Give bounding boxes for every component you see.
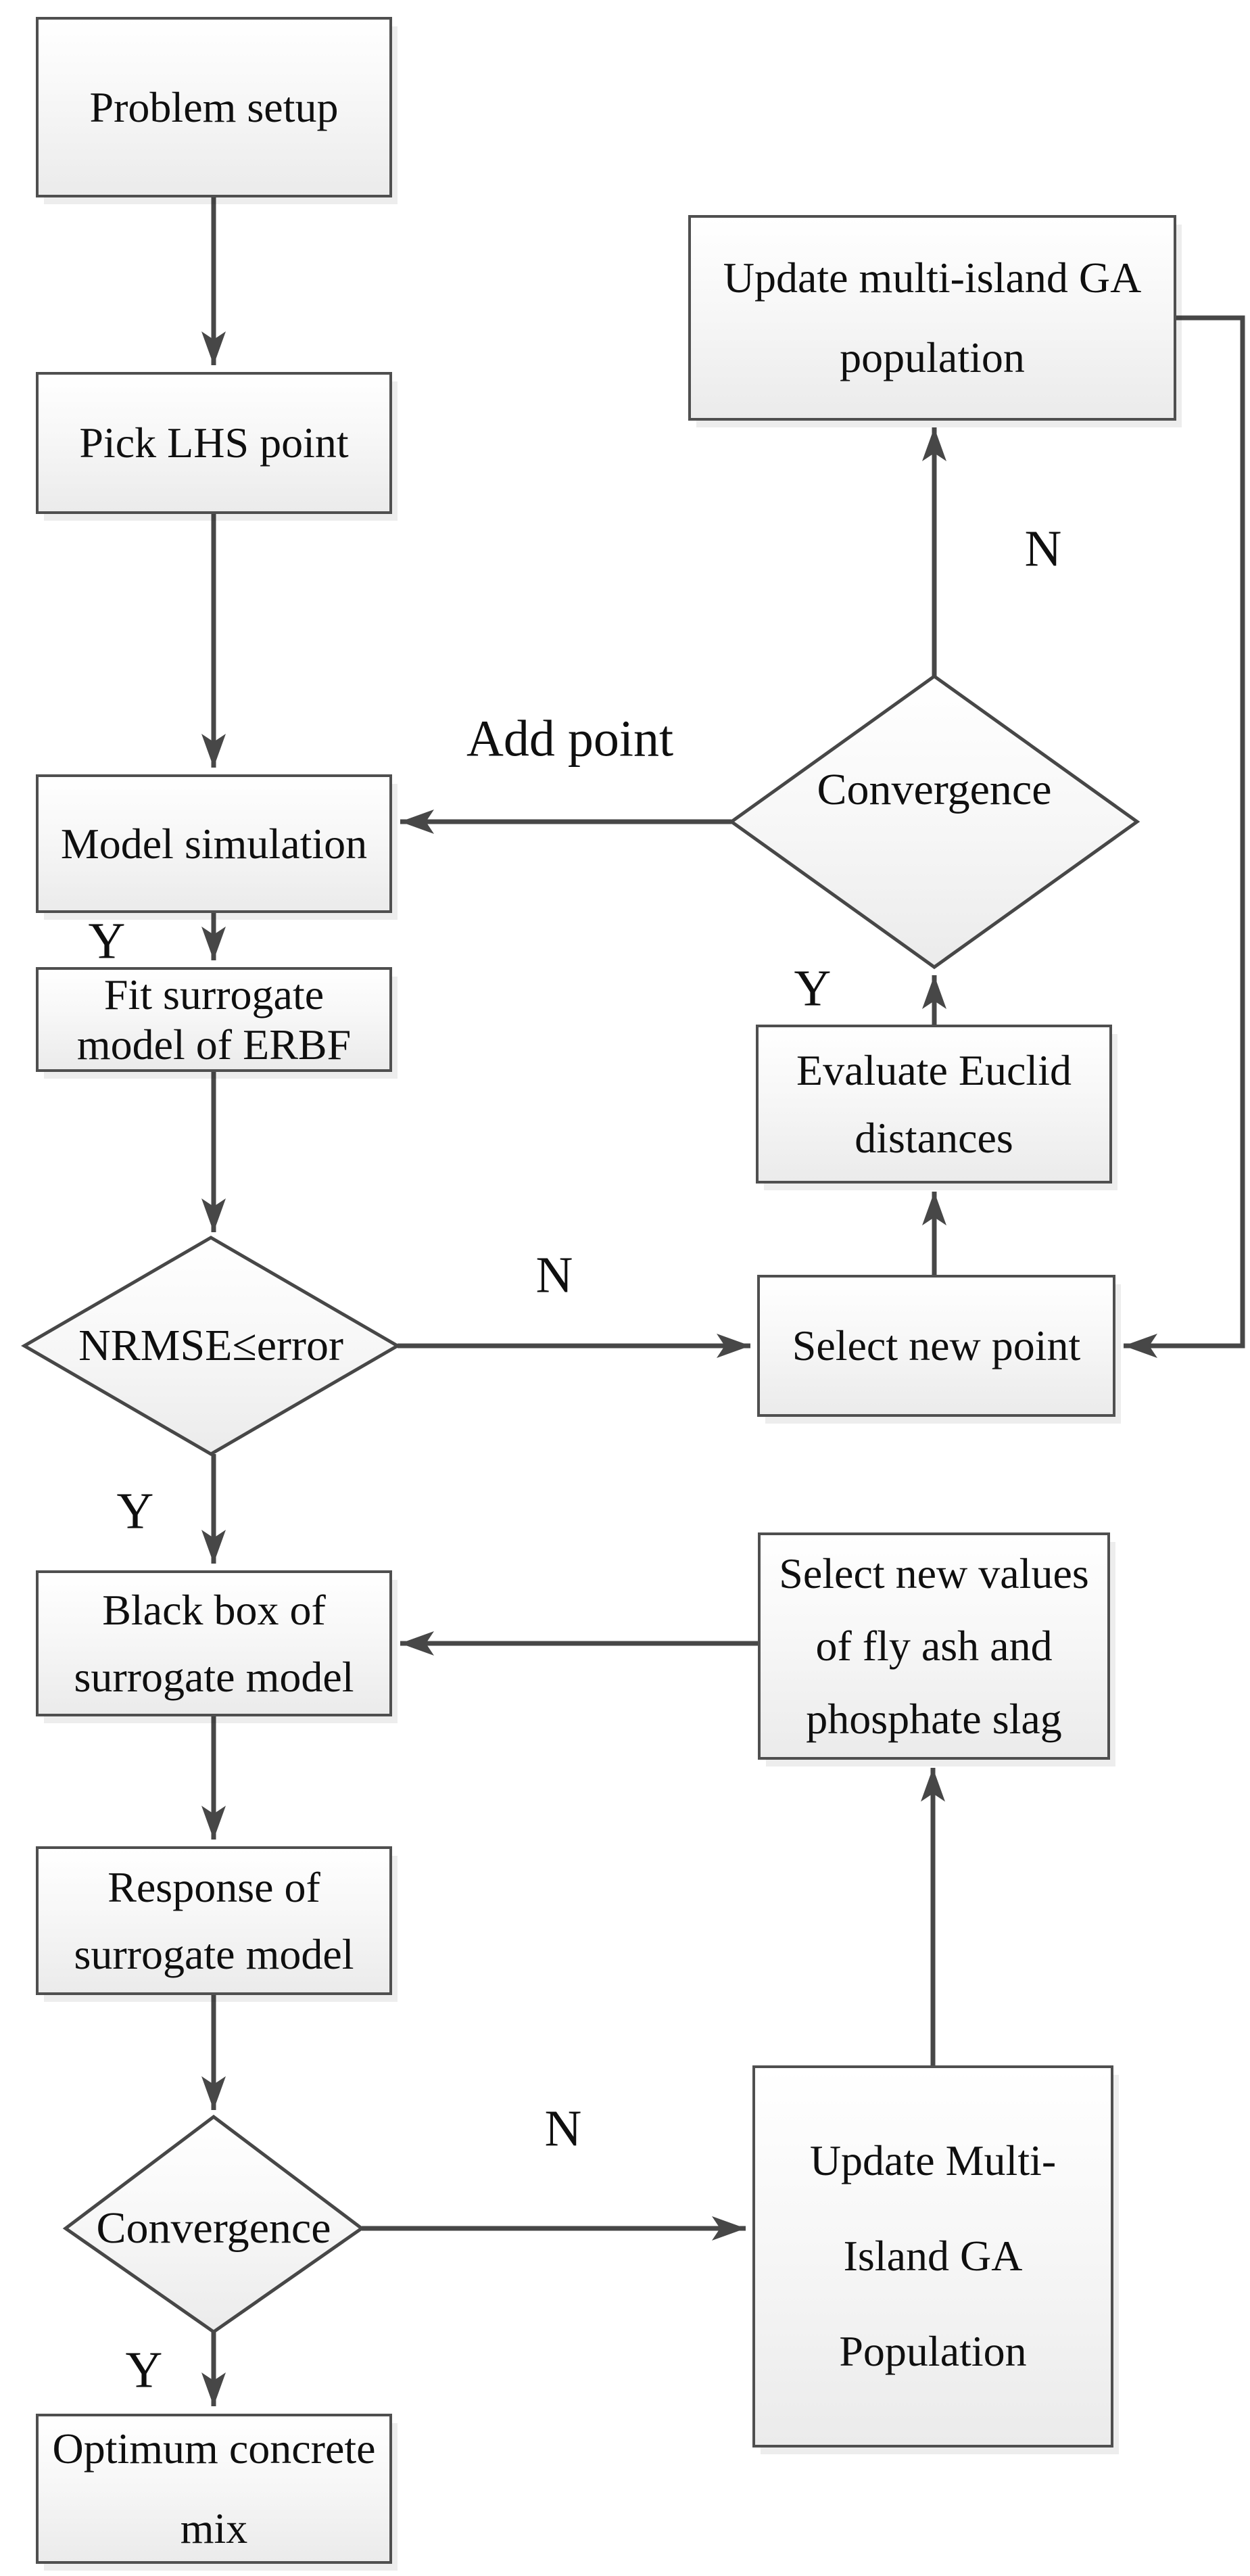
node-fit-surrogate-erbf-label: Fit surrogate model of ERBF [76, 970, 352, 1069]
edge-update-top-feedback [1124, 315, 1245, 1358]
edge-label-n-nrmse: N [535, 1246, 573, 1304]
edge-label-n-upper: N [1024, 520, 1062, 578]
diamond-convergence-lower [62, 2114, 365, 2335]
node-response-surrogate-label: Response of surrogate model [74, 1863, 354, 1978]
diamond-nrmse [21, 1236, 401, 1456]
node-optimum-mix: Optimum concrete mix [36, 2414, 392, 2564]
edge-label-y-upper: Y [794, 960, 832, 1017]
node-select-new-point-label: Select new point [792, 1321, 1081, 1369]
node-select-new-values-label: Select new values of fly ash and phospha… [779, 1549, 1089, 1743]
diamond-convergence-upper-label: Convergence [817, 765, 1052, 814]
edge-label-y-nrmse: Y [116, 1482, 154, 1540]
node-update-ga-bottom-label: Update Multi- Island GA Population [809, 2136, 1057, 2375]
node-problem-setup-label: Problem setup [89, 83, 339, 131]
node-model-simulation-label: Model simulation [60, 819, 368, 868]
node-evaluate-euclid-label: Evaluate Euclid distances [796, 1046, 1072, 1162]
node-optimum-mix-label: Optimum concrete mix [52, 2424, 376, 2552]
diamond-nrmse-label: NRMSE≤error [78, 1321, 343, 1370]
diamond-convergence-upper [728, 674, 1140, 970]
node-pick-lhs-point-label: Pick LHS point [79, 419, 349, 467]
node-update-ga-top: Update multi-island GA population [688, 215, 1176, 421]
edge-label-y-model: Y [88, 912, 126, 970]
node-fit-surrogate-erbf: Fit surrogate model of ERBF [36, 967, 392, 1072]
node-model-simulation: Model simulation [36, 774, 392, 913]
diamond-convergence-lower-label: Convergence [96, 2203, 331, 2253]
node-problem-setup: Problem setup [36, 17, 392, 197]
node-evaluate-euclid: Evaluate Euclid distances [756, 1025, 1112, 1184]
node-select-new-values: Select new values of fly ash and phospha… [758, 1532, 1110, 1760]
node-pick-lhs-point: Pick LHS point [36, 372, 392, 514]
edge-label-n-lower: N [544, 2100, 582, 2157]
edge-label-y-lower: Y [125, 2341, 163, 2399]
node-black-box-label: Black box of surrogate model [74, 1585, 354, 1701]
node-response-surrogate: Response of surrogate model [36, 1846, 392, 1995]
node-update-ga-bottom: Update Multi- Island GA Population [752, 2065, 1113, 2448]
node-select-new-point: Select new point [757, 1275, 1115, 1417]
node-black-box: Black box of surrogate model [36, 1570, 392, 1716]
node-update-ga-top-label: Update multi-island GA population [723, 253, 1142, 381]
edge-label-add-point: Add point [466, 710, 674, 768]
